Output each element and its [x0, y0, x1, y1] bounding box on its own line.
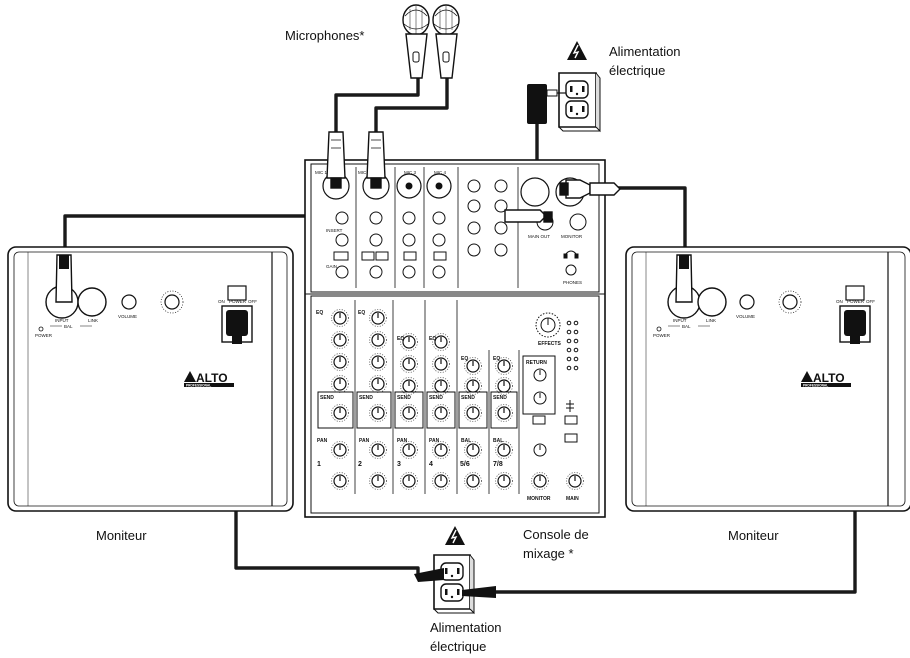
- power-label-top-1: Alimentation: [609, 44, 681, 59]
- microphone-1: [402, 4, 430, 79]
- console-label-2: mixage *: [523, 546, 574, 561]
- mixer-phones-label: PHONES: [563, 280, 582, 285]
- mixer-eq-label-2: EQ: [358, 310, 365, 316]
- mixer-eq-label-1: EQ: [316, 310, 323, 316]
- mixer-gain-label-rear: GAIN: [326, 264, 337, 269]
- mixer-master-section: [522, 312, 579, 457]
- monitor-left-bal-label: BAL: [64, 324, 73, 329]
- monitor-right-bal-label: BAL: [682, 324, 691, 329]
- mixer-pan-label-1: PAN: [317, 438, 328, 444]
- monitor-left-sub: PROFESSIONAL: [186, 384, 211, 388]
- monitor-right-input-label: INPUT: [673, 318, 687, 323]
- alto-logo-right: ALTO PROFESSIONAL: [801, 371, 851, 388]
- mixer-channel-1: 1: [317, 461, 321, 468]
- main-out-right-cable: [590, 186, 687, 255]
- mic2-cable: [374, 78, 449, 132]
- mixer-channel-5-6: 5/6: [460, 461, 470, 468]
- monitor-right-sub: PROFESSIONAL: [803, 384, 828, 388]
- mixer-channel-3: 3: [397, 461, 401, 468]
- monitor-right-link-label: LINK: [706, 318, 716, 323]
- mixer-mic2-label: MIC 2: [358, 170, 370, 175]
- mixer-main-out-label: MAIN OUT: [528, 234, 550, 239]
- monitor-left-link-label: LINK: [88, 318, 98, 323]
- microphone-2: [432, 4, 460, 79]
- xlr-plugs: [326, 131, 621, 223]
- monitor-right-power-label: POWER: [847, 299, 865, 304]
- monitor-left-led-label: POWER: [35, 333, 53, 338]
- mixer-pan-label-2: PAN: [359, 438, 370, 444]
- mixing-console: MIC 3 MIC 4 INSERT GAIN MAIN OUT MONITOR…: [304, 159, 606, 518]
- mixer-bal-label-6: BAL: [493, 438, 503, 444]
- mixer-monitor-out-label: MONITOR: [561, 234, 583, 239]
- monitor-left-power-label: POWER: [229, 299, 247, 304]
- mixer-pan-label-3: PAN: [397, 438, 408, 444]
- mixer-send-label-4: SEND: [429, 395, 443, 401]
- mixer-monitor-label: MONITOR: [527, 496, 551, 502]
- monitor-left-brand: ALTO: [196, 371, 228, 385]
- console-label-1: Console de: [523, 527, 589, 542]
- mixer-eq-label-6: EQ: [493, 356, 500, 362]
- power-label-bottom-1: Alimentation: [430, 620, 502, 635]
- monitor-right-off-label: OFF: [866, 299, 875, 304]
- power-adapter: [527, 84, 566, 124]
- power-label-top-2: électrique: [609, 63, 666, 78]
- monitor-left-on-label: ON: [218, 299, 225, 304]
- mixer-channel-7-8: 7/8: [493, 461, 503, 468]
- mixer-send-label-5: SEND: [461, 395, 475, 401]
- monitor-left-volume-label: VOLUME: [118, 314, 137, 319]
- mixer-eq-label-5: EQ: [461, 356, 468, 362]
- monitor-right-volume-label: VOLUME: [736, 314, 755, 319]
- mixer-effects-label: EFFECTS: [538, 341, 561, 347]
- mixer-eq-label-3: EQ: [397, 336, 404, 342]
- monitor-right-led-label: POWER: [653, 333, 671, 338]
- mixer-channel-2: 2: [358, 461, 362, 468]
- mixer-pan-label-4: PAN: [429, 438, 440, 444]
- mixer-channel-4: 4: [429, 461, 433, 468]
- mixer-mic3-label: MIC 3: [404, 170, 416, 175]
- mixer-send-section: [317, 391, 518, 429]
- monitor-right: INPUT LINK BAL POWER VOLUME ON POWER OFF…: [625, 246, 910, 512]
- mixer-send-label-1: SEND: [320, 395, 334, 401]
- microphones-label: Microphones*: [285, 28, 365, 43]
- mixer-bal-label-5: BAL: [461, 438, 471, 444]
- mixer-send-label-6: SEND: [493, 395, 507, 401]
- wall-outlet-top: [558, 72, 601, 133]
- wall-outlet-bottom: [414, 554, 496, 615]
- mixer-return-label: RETURN: [526, 360, 547, 366]
- alto-logo-left: ALTO PROFESSIONAL: [184, 371, 234, 388]
- mic1-cable: [334, 78, 420, 132]
- monitor-right-on-label: ON: [836, 299, 843, 304]
- power-label-bottom-2: électrique: [430, 639, 487, 654]
- mixer-rear-panel: [322, 167, 587, 288]
- power-warning-icon-top: [567, 41, 587, 60]
- mixer-send-label-3: SEND: [397, 395, 411, 401]
- power-warning-icon-bottom: [445, 526, 465, 545]
- monitor-left-off-label: OFF: [248, 299, 257, 304]
- monitor-left-label: Moniteur: [96, 528, 147, 543]
- mixer-main-label: MAIN: [566, 496, 579, 502]
- mixer-mic4-label: MIC 4: [434, 170, 446, 175]
- mixer-mic1-label: MIC 1: [315, 170, 327, 175]
- monitor-right-brand: ALTO: [813, 371, 845, 385]
- mixer-insert-label: INSERT: [326, 228, 343, 233]
- mixer-send-label-2: SEND: [359, 395, 373, 401]
- mixer-eq-label-4: EQ: [429, 336, 436, 342]
- monitor-left-input-label: INPUT: [55, 318, 69, 323]
- monitor-right-label: Moniteur: [728, 528, 779, 543]
- monitor-left: INPUT LINK BAL POWER VOLUME ON POWER OFF…: [7, 246, 294, 512]
